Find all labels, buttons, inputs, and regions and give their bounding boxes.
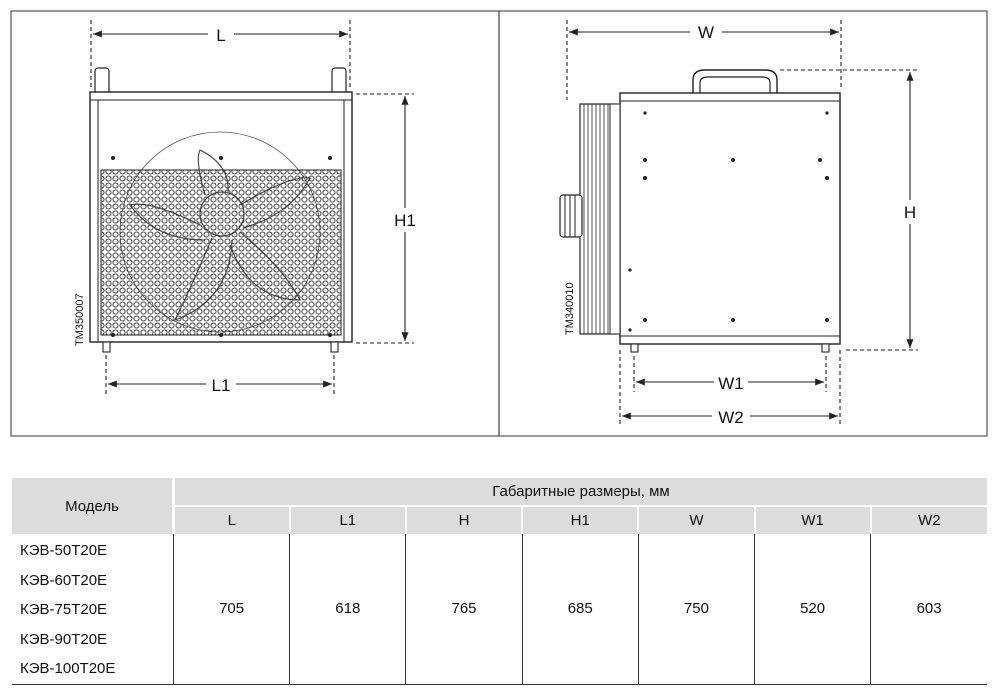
dim-label-H: H: [904, 203, 916, 222]
column-header-W: W: [638, 506, 756, 534]
value-L: 705: [172, 534, 290, 685]
dimensions-table: Модель Габаритные размеры, мм L L1 H H1 …: [12, 478, 987, 685]
front-view-heater: [89, 67, 353, 353]
dim-label-L1: L1: [212, 376, 231, 395]
model-name: КЭВ-75Т20Е: [20, 601, 108, 618]
column-header-L: L: [173, 506, 291, 534]
value-W1: 520: [754, 534, 871, 685]
drawings-panel: L H1 L1 TM350007: [10, 10, 988, 437]
side-view-heater: [559, 69, 841, 353]
drawing-code-left: TM350007: [74, 293, 86, 346]
dim-label-L: L: [216, 26, 225, 45]
dim-label-W2: W2: [718, 408, 744, 427]
dim-label-W: W: [698, 23, 714, 42]
value-H1: 685: [521, 534, 639, 685]
column-header-H: H: [405, 506, 524, 534]
dim-label-W1: W1: [718, 374, 744, 393]
model-name: КЭВ-100Т20Е: [20, 660, 116, 677]
column-header-W1: W1: [754, 506, 872, 534]
model-column-header: Модель: [12, 478, 175, 534]
dimension-drawings: L H1 L1 TM350007: [10, 10, 988, 437]
dimensions-group-header: Габаритные размеры, мм: [173, 478, 987, 507]
table-row: КЭВ-50Т20Е КЭВ-60Т20Е КЭВ-75Т20Е КЭВ-90Т…: [12, 534, 987, 685]
drawing-code-right: TM340010: [564, 282, 576, 335]
column-header-L1: L1: [289, 506, 407, 534]
model-name: КЭВ-90Т20Е: [20, 630, 108, 648]
model-name: КЭВ-50Т20Е: [20, 542, 108, 559]
column-header-H1: H1: [522, 506, 640, 534]
right-frame: [498, 10, 988, 437]
value-W2: 603: [870, 534, 987, 685]
value-L1: 618: [289, 534, 406, 685]
dim-label-H1: H1: [394, 211, 416, 230]
model-name: КЭВ-60Т20Е: [20, 571, 108, 589]
value-W: 750: [637, 534, 755, 685]
model-list: КЭВ-50Т20Е КЭВ-60Т20Е КЭВ-75Т20Е КЭВ-90Т…: [12, 534, 174, 685]
value-H: 765: [405, 534, 523, 685]
column-header-W2: W2: [870, 506, 987, 534]
